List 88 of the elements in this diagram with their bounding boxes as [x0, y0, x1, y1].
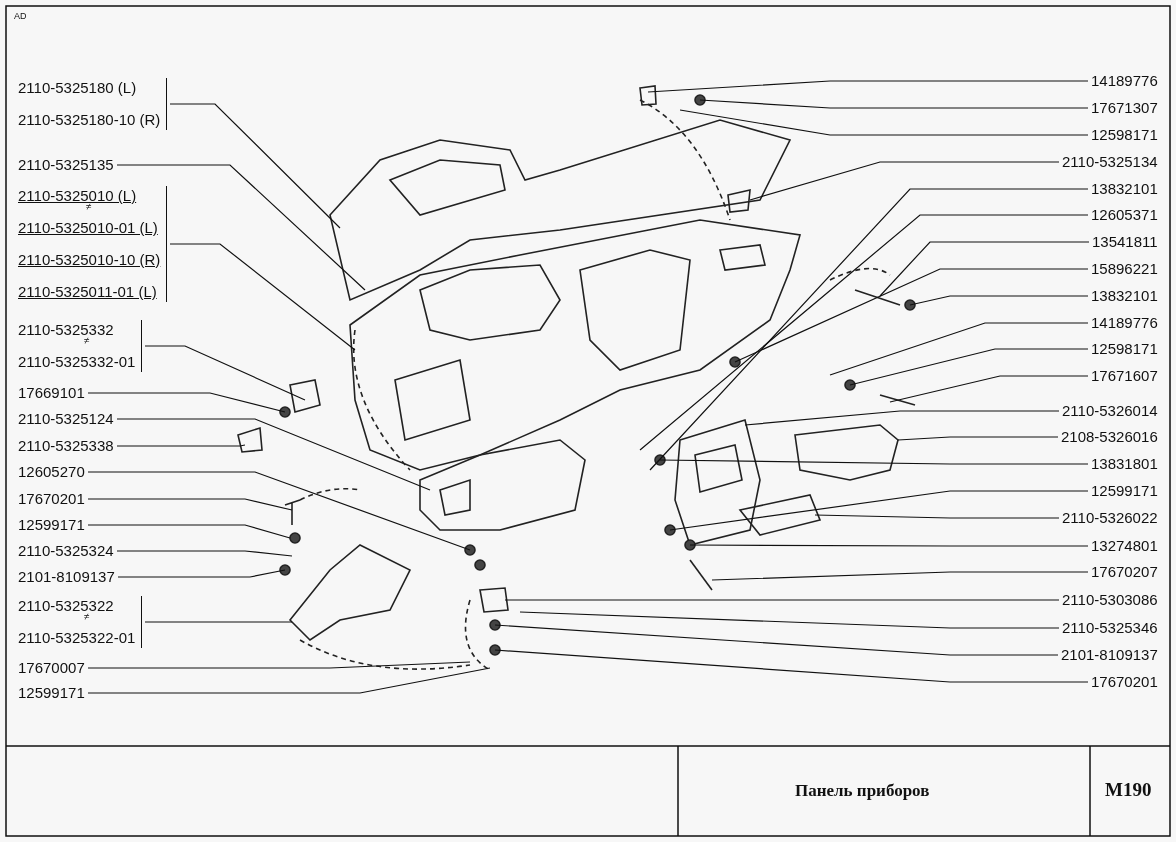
leader-line	[749, 161, 1060, 201]
part-number: 13832101	[1091, 176, 1158, 202]
part-number: 12605371	[1091, 202, 1158, 228]
alternative-mark: ≠	[86, 201, 92, 212]
leader-line	[87, 661, 471, 669]
part-number: 17670007	[18, 655, 85, 681]
part-number: 2110-5325322	[18, 596, 115, 614]
part-number: 2101-8109137	[18, 564, 115, 590]
part-number: 2110-5325135	[18, 152, 114, 178]
part-number: 12599171	[18, 680, 85, 706]
sheet-number: M190	[1105, 780, 1152, 801]
part-number: 2110-5325324	[18, 538, 114, 564]
leader-line	[879, 241, 1090, 297]
part-number: 2110-5325180 (L)	[18, 78, 138, 98]
part-number: 2110-5325180-10 (R)	[18, 110, 161, 130]
leader-line	[87, 498, 293, 511]
part-number: 2110-5325322-01	[18, 628, 136, 648]
part-number: 12598171	[1091, 336, 1158, 362]
leader-line	[699, 99, 1089, 109]
part-number: 2110-5325346	[1062, 615, 1158, 641]
leader-line	[889, 375, 1089, 403]
alternative-mark: ≠	[84, 611, 90, 622]
part-number: 13831801	[1091, 451, 1158, 477]
part-number: 17671307	[1091, 95, 1158, 121]
part-number: 2110-5325010 (L)	[18, 186, 138, 204]
part-number: 12605270	[18, 459, 85, 485]
part-number: 17669101	[18, 380, 85, 406]
part-number: 2110-5325134	[1062, 149, 1158, 175]
part-number: 2110-5326022	[1062, 505, 1158, 531]
part-number: 13541811	[1092, 229, 1158, 255]
leader-line	[829, 322, 1089, 376]
alternative-mark: ≠	[84, 335, 90, 346]
part-number: 2110-5325010-10 (R)	[18, 250, 161, 270]
part-number: 17671607	[1091, 363, 1158, 389]
leader-line	[659, 459, 1089, 465]
corner-mark: AD	[14, 12, 27, 22]
leader-line	[144, 621, 293, 623]
part-number: 2110-5325010-01 (L)	[18, 218, 159, 238]
leader-line	[116, 418, 431, 491]
leader-line	[519, 611, 1060, 629]
leader-line	[711, 571, 1089, 581]
leader-line	[689, 544, 1089, 547]
leader-line	[669, 490, 1089, 531]
part-number: 17670207	[1091, 559, 1158, 585]
part-number: 2108-5326016	[1061, 424, 1158, 450]
part-number: 17670201	[18, 486, 85, 512]
part-number: 12599171	[1091, 478, 1158, 504]
leader-line	[169, 243, 356, 351]
part-number: 2110-5303086	[1062, 587, 1158, 613]
leader-line	[169, 103, 341, 229]
part-number: 13832101	[1091, 283, 1158, 309]
leader-line	[87, 524, 291, 539]
part-number: 17670201	[1091, 669, 1158, 695]
part-number: 2101-8109137	[1061, 642, 1158, 668]
sheet-title: Панель приборов	[795, 782, 930, 801]
leader-line	[87, 471, 471, 551]
leader-line	[87, 392, 286, 413]
part-number: 2110-5325338	[18, 433, 114, 459]
part-number: 14189776	[1091, 68, 1158, 94]
leader-line	[814, 514, 1060, 519]
part-number: 2110-5325332-01	[18, 352, 136, 372]
leader-line	[116, 444, 246, 447]
leader-line	[909, 295, 1089, 306]
leader-line	[647, 80, 1089, 93]
part-number: 15896221	[1091, 256, 1158, 282]
leader-line	[494, 624, 1059, 656]
part-number: 2110-5325332	[18, 320, 115, 338]
leader-line	[639, 214, 1089, 451]
leader-line	[897, 436, 1059, 441]
part-number: 2110-5325011-01 (L)	[18, 282, 158, 302]
leader-line	[679, 109, 1089, 136]
part-number: 12598171	[1091, 122, 1158, 148]
part-number: 2110-5326014	[1062, 398, 1158, 424]
leader-line	[849, 348, 1089, 386]
leader-line	[87, 667, 491, 694]
leader-line	[116, 550, 293, 557]
leader-line	[744, 410, 1060, 426]
part-number: 2110-5325124	[18, 406, 114, 432]
leader-line	[504, 599, 1060, 601]
leader-line	[144, 345, 306, 401]
leader-line	[494, 649, 1089, 683]
leader-line	[649, 188, 1089, 471]
leader-line	[117, 569, 286, 578]
leader-line	[116, 164, 366, 291]
part-number: 12599171	[18, 512, 85, 538]
leader-line	[734, 268, 1089, 363]
part-number: 13274801	[1091, 533, 1158, 559]
part-number: 14189776	[1091, 310, 1158, 336]
